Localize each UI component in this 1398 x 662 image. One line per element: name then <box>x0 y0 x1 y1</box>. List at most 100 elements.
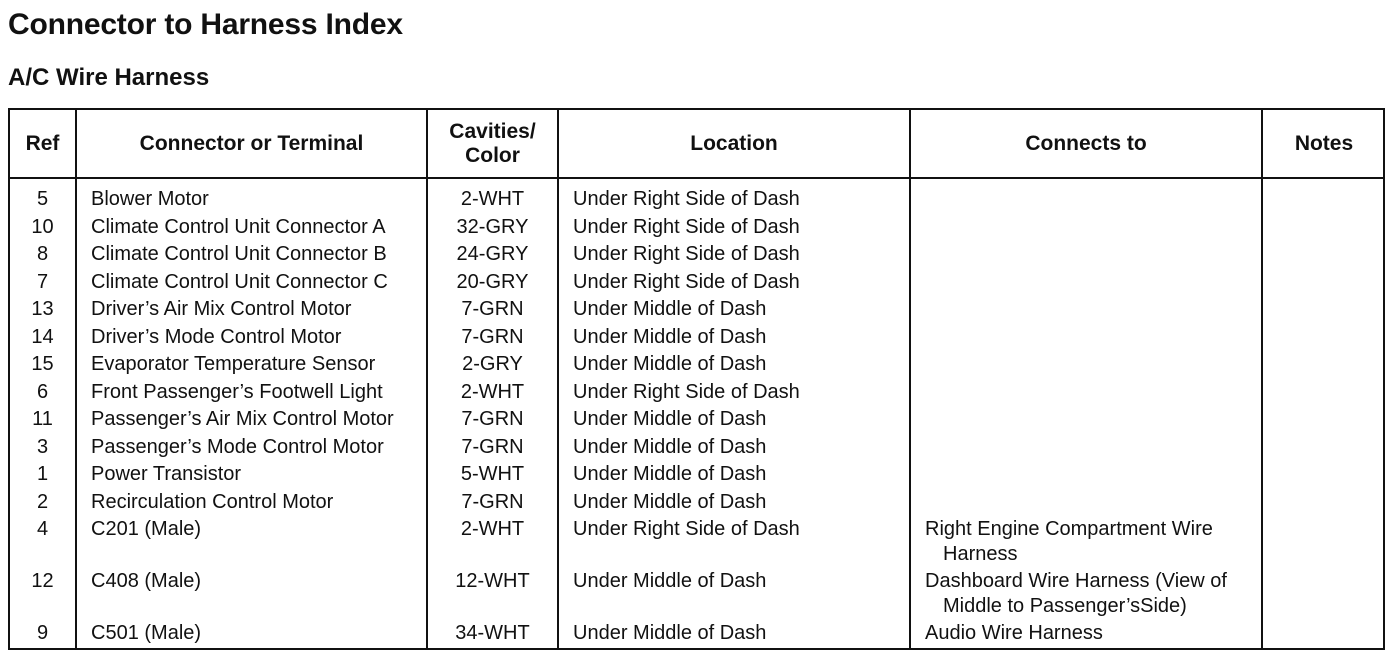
cell-cavities: 7-GRN <box>426 297 558 325</box>
cell-notes <box>1261 214 1385 242</box>
cell-connector: C408 (Male) <box>75 569 427 621</box>
cell-notes <box>1261 242 1385 270</box>
cell-ref: 6 <box>36 380 49 403</box>
cell-connector: Passenger’s Air Mix Control Motor <box>75 407 427 435</box>
cell-cavities: 12-WHT <box>426 569 558 621</box>
cell-connector: Blower Motor <box>75 178 427 215</box>
cell-connects-to <box>909 324 1262 352</box>
cell-connector: Driver’s Mode Control Motor <box>75 324 427 352</box>
cell-notes <box>1261 517 1385 569</box>
cell-cavities: 2-WHT <box>426 178 558 215</box>
cell-connects-to: Dashboard Wire Harness (View of Middle t… <box>909 569 1262 621</box>
table-header: Ref Connector or Terminal Cavities/ Colo… <box>10 110 1385 179</box>
cell-cavities: 2-GRY <box>426 352 558 380</box>
cell-connector: Driver’s Air Mix Control Motor <box>75 297 427 325</box>
cell-notes <box>1261 407 1385 435</box>
cell-location: Under Right Side of Dash <box>557 517 910 569</box>
cell-ref: 14 <box>31 325 54 348</box>
cell-location: Under Right Side of Dash <box>557 178 910 215</box>
header-ref: Ref <box>10 110 76 179</box>
header-notes: Notes <box>1261 110 1385 179</box>
cell-cavities: 7-GRN <box>426 407 558 435</box>
cell-ref: 8 <box>36 243 49 265</box>
cell-connector: Climate Control Unit Connector A <box>75 214 427 242</box>
cell-ref: 12 <box>31 570 54 592</box>
cell-ref: 1 <box>36 463 49 485</box>
header-connector: Connector or Terminal <box>75 110 427 179</box>
cell-location: Under Middle of Dash <box>557 462 910 490</box>
cell-notes <box>1261 569 1385 621</box>
cell-connector: Recirculation Control Motor <box>75 489 427 517</box>
section-title: A/C Wire Harness <box>8 64 210 91</box>
cell-location: Under Middle of Dash <box>557 407 910 435</box>
cell-notes <box>1261 297 1385 325</box>
cell-ref: 11 <box>32 408 53 430</box>
cell-cavities: 7-GRN <box>426 324 558 352</box>
cell-cavities: 7-GRN <box>426 489 558 517</box>
cell-ref: 2 <box>36 490 49 513</box>
cell-connector: Evaporator Temperature Sensor <box>75 352 427 380</box>
cell-notes <box>1261 352 1385 380</box>
cell-connects-to <box>909 214 1262 242</box>
connects-to-text: Dashboard Wire Harness (View of Middle t… <box>925 570 1227 617</box>
cell-location: Under Right Side of Dash <box>557 379 910 407</box>
cell-connector: Power Transistor <box>75 462 427 490</box>
cell-notes <box>1261 324 1385 352</box>
cell-connects-to <box>909 297 1262 325</box>
header-row: Ref Connector or Terminal Cavities/ Colo… <box>10 110 1385 179</box>
cell-notes <box>1261 489 1385 517</box>
cell-connects-to <box>909 242 1262 270</box>
cell-ref: 5 <box>36 188 49 210</box>
cell-location: Under Middle of Dash <box>557 297 910 325</box>
cell-location: Under Middle of Dash <box>557 489 910 517</box>
cell-ref: 4 <box>36 518 49 540</box>
cell-notes <box>1261 462 1385 490</box>
cell-ref: 15 <box>31 353 54 375</box>
cell-connects-to <box>909 178 1262 215</box>
cell-ref: 10 <box>31 215 54 238</box>
cell-connector: C501 (Male) <box>75 621 427 649</box>
cell-connects-to <box>909 434 1262 462</box>
cell-notes <box>1261 269 1385 297</box>
cell-cavities: 2-WHT <box>426 379 558 407</box>
cell-connector: Climate Control Unit Connector C <box>75 269 427 297</box>
cell-cavities: 24-GRY <box>426 242 558 270</box>
cell-connects-to <box>909 462 1262 490</box>
cell-cavities: 5-WHT <box>426 462 558 490</box>
header-cavities: Cavities/ Color <box>426 110 558 179</box>
cell-location: Under Middle of Dash <box>557 569 910 621</box>
cell-connector: C201 (Male) <box>75 517 427 569</box>
cell-cavities: 34-WHT <box>426 621 558 649</box>
cell-ref: 9 <box>36 622 49 644</box>
header-connects-to: Connects to <box>909 110 1262 179</box>
cell-cavities: 7-GRN <box>426 434 558 462</box>
cell-connector: Passenger’s Mode Control Motor <box>75 434 427 462</box>
cell-location: Under Right Side of Dash <box>557 242 910 270</box>
cell-connects-to <box>909 352 1262 380</box>
page-title: Connector to Harness Index <box>8 8 403 41</box>
cell-location: Under Middle of Dash <box>557 352 910 380</box>
connector-table: Ref Connector or Terminal Cavities/ Colo… <box>10 110 1385 649</box>
cell-connector: Front Passenger’s Footwell Light <box>75 379 427 407</box>
cell-ref: 13 <box>31 298 54 320</box>
cell-connector: Climate Control Unit Connector B <box>75 242 427 270</box>
connects-to-text: Right Engine Compartment Wire Harness <box>925 518 1213 565</box>
cell-location: Under Right Side of Dash <box>557 214 910 242</box>
cell-notes <box>1261 379 1385 407</box>
cell-connects-to: Right Engine Compartment Wire Harness <box>909 517 1262 569</box>
cell-notes <box>1261 434 1385 462</box>
connects-to-text: Audio Wire Harness <box>925 622 1103 644</box>
cell-cavities: 20-GRY <box>426 269 558 297</box>
